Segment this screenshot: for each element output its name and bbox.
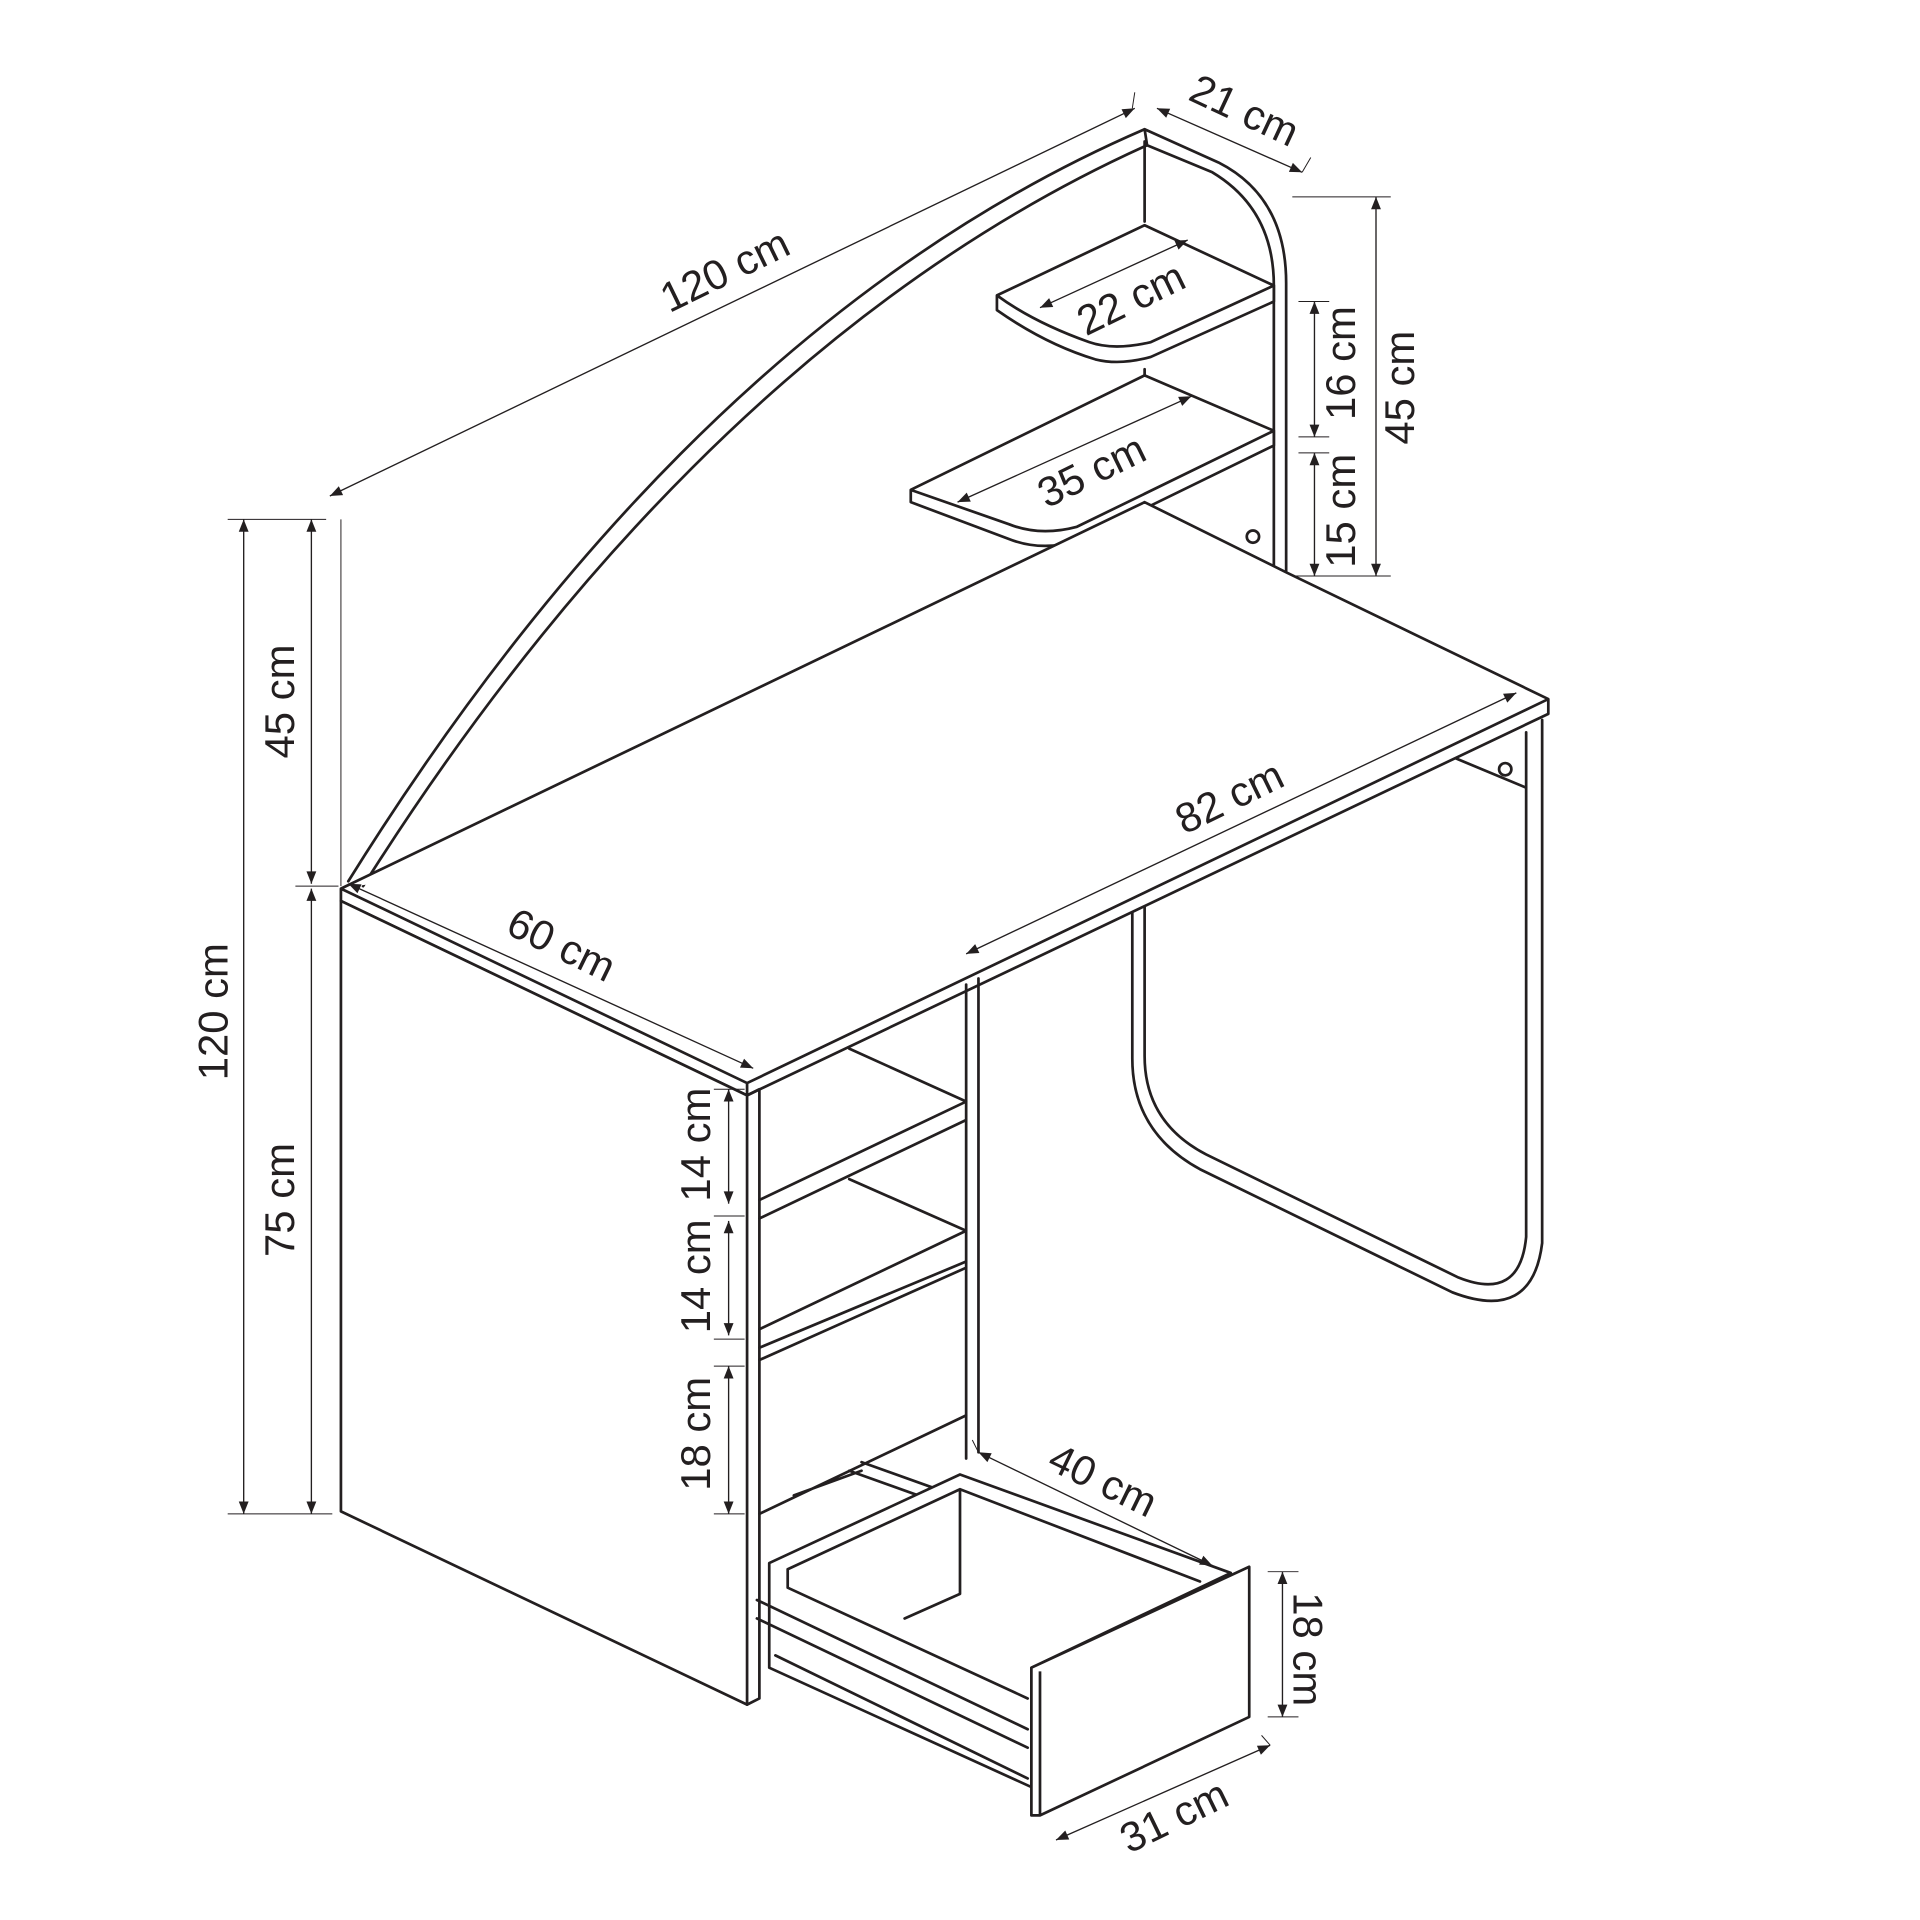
drawer-slide [755,1598,1030,1780]
screw-hole-icon [1497,761,1513,777]
label-hutch-height-left: 45 cm [256,645,303,759]
label-total-height: 120 cm [190,943,237,1080]
hutch-side-panel [1143,127,1288,578]
label-desk-height: 75 cm [256,1143,303,1257]
dimension-lines [238,107,1517,1841]
pedestal-divider [745,977,980,1706]
open-drawer [755,1473,1251,1817]
label-upper-shelf-gap: 16 cm [1317,306,1364,420]
label-drawer-opening: 18 cm [672,1377,719,1491]
screw-hole-icon [1245,529,1261,545]
pedestal-shelves [758,1047,968,1516]
label-drawer-height: 18 cm [1285,1592,1332,1706]
label-cubby-2: 14 cm [672,1219,719,1333]
label-lower-shelf-gap: 15 cm [1317,454,1364,568]
label-drawer-width: 31 cm [1112,1770,1235,1862]
label-cubby-1: 14 cm [672,1088,719,1202]
label-hutch-depth: 21 cm [1183,65,1306,156]
label-hutch-height-right: 45 cm [1376,331,1423,445]
